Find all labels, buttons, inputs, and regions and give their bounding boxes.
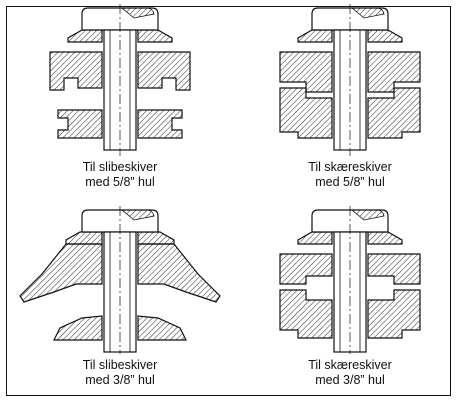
caption-grinding-3-8: Til slibeskiver med 3/8” hul [30,358,210,388]
caption-line-2: med 3/8” hul [315,373,385,387]
caption-line-1: Til slibeskiver [82,358,158,372]
caption-line-1: Til slibeskiver [82,160,158,174]
flange-lower [279,87,421,139]
caption-line-2: med 5/8” hul [85,175,155,189]
flange-upper [279,29,421,93]
figure-cutting-3-8 [279,206,421,354]
caption-line-1: Til skæreskiver [308,358,392,372]
caption-line-1: Til skæreskiver [308,160,392,174]
figure-grinding-3-8 [19,206,221,354]
flange-upper [279,231,421,285]
flange-lower [53,315,187,341]
flange-lower [57,109,183,139]
caption-grinding-5-8: Til slibeskiver med 5/8” hul [30,160,210,190]
caption-line-2: med 3/8” hul [85,373,155,387]
figure-cutting-5-8 [279,4,421,156]
caption-cutting-5-8: Til skæreskiver med 5/8” hul [260,160,440,190]
figure-grinding-5-8 [49,4,191,156]
caption-cutting-3-8: Til skæreskiver med 3/8” hul [260,358,440,388]
flange-upper [19,231,221,303]
flange-lower [279,289,421,339]
caption-line-2: med 5/8” hul [315,175,385,189]
